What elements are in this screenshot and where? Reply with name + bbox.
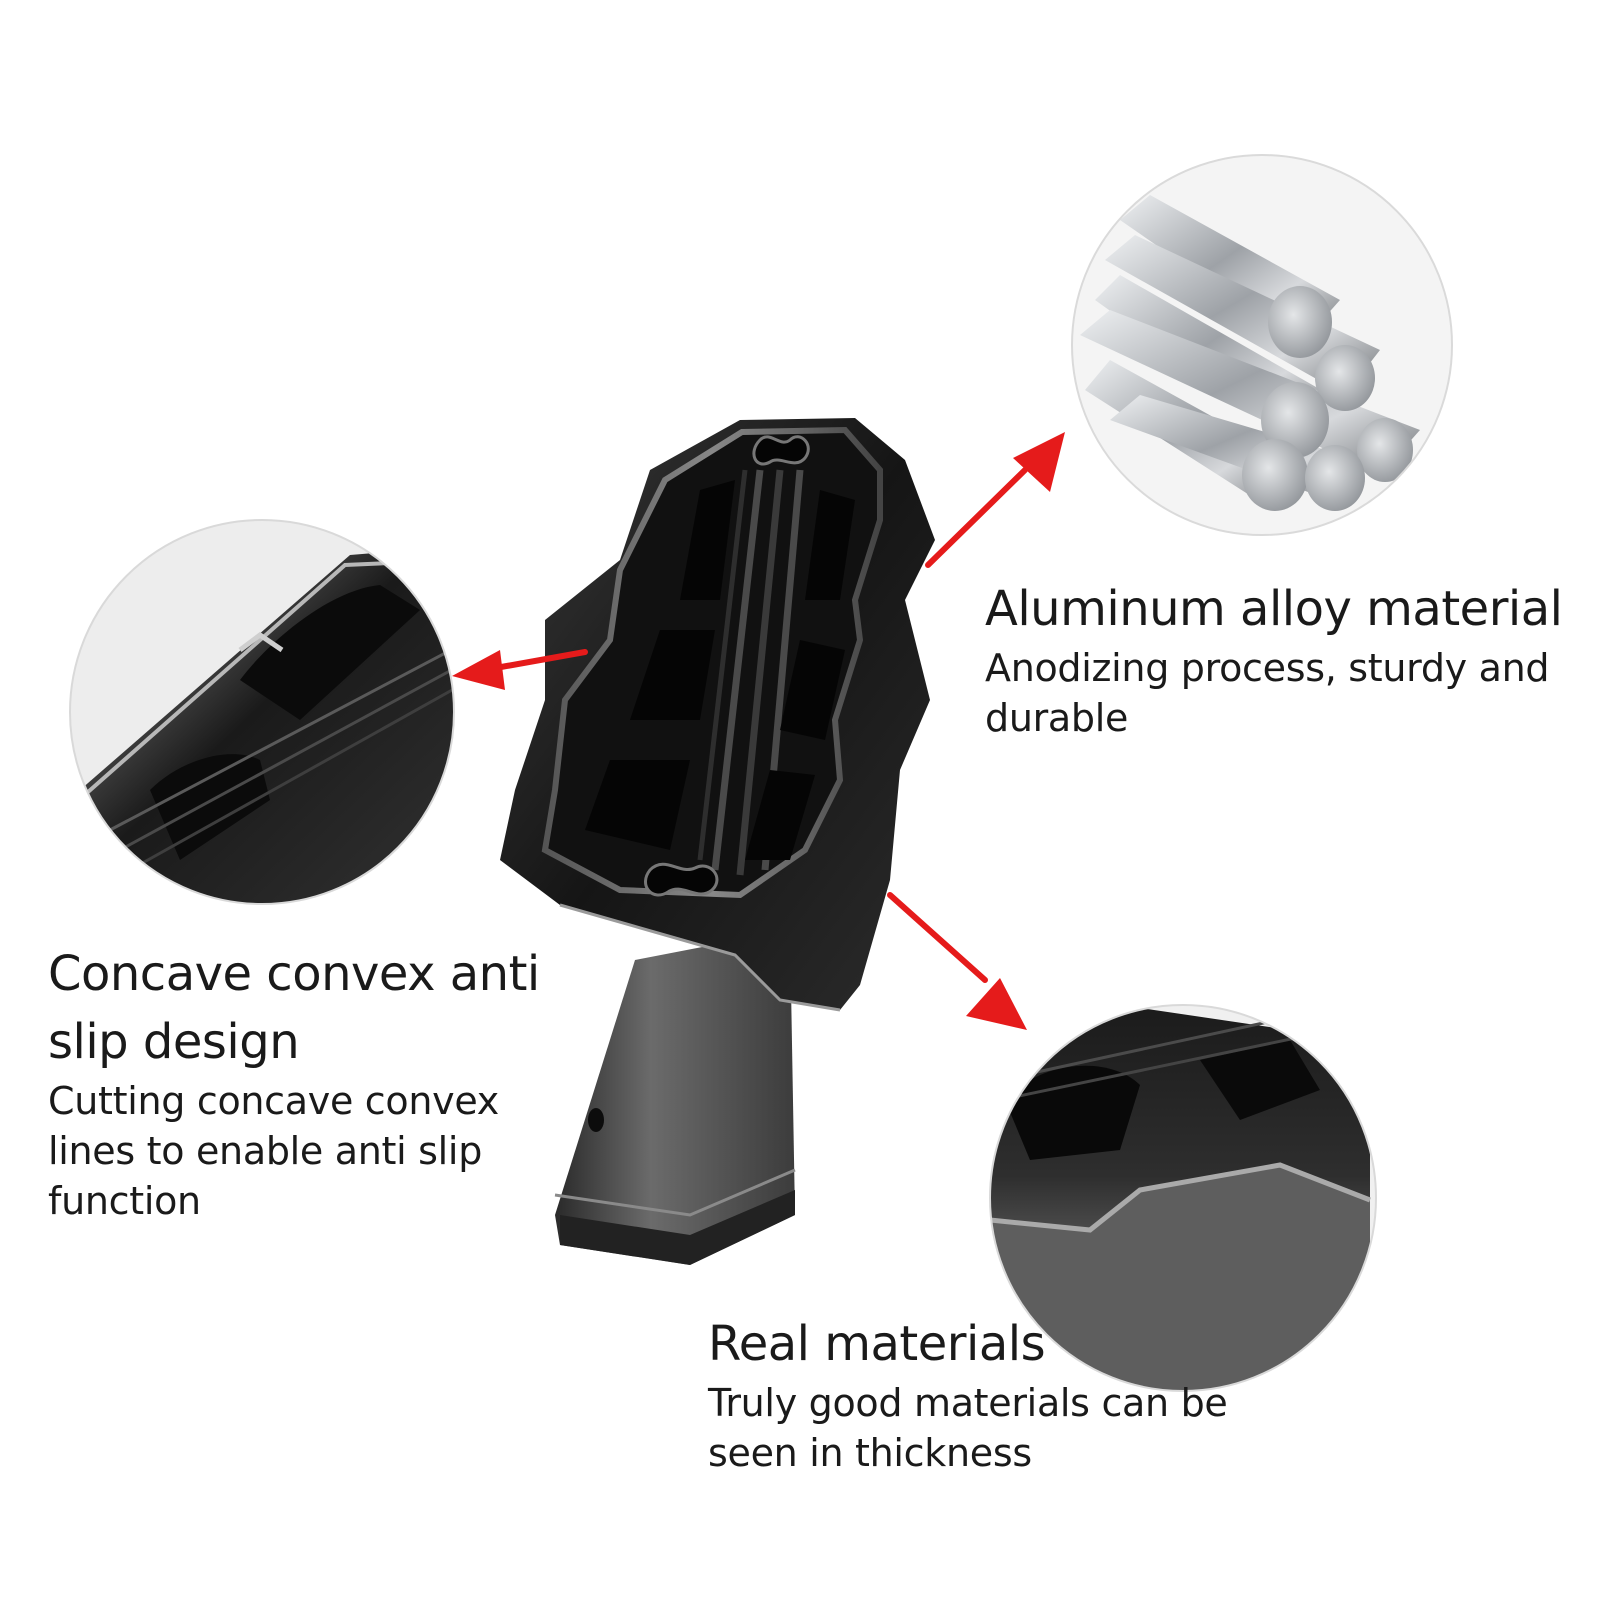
arrow-to-aluminum — [925, 432, 1065, 568]
zoom-circle-aluminum — [1071, 154, 1453, 536]
feature-aluminum-title: Aluminum alloy material — [985, 581, 1563, 637]
feature-real-materials-description: Truly good materials can be seen in thic… — [708, 1381, 1228, 1475]
feature-real-materials-title: Real materials — [708, 1316, 1046, 1372]
feature-aluminum: Aluminum alloy material Anodizing proces… — [985, 575, 1595, 743]
feature-aluminum-description: Anodizing process, sturdy and durable — [985, 646, 1550, 740]
zoom-circle-anti-slip — [69, 519, 455, 905]
arrow-to-anti-slip — [452, 649, 588, 690]
zoom-circle-real-materials — [989, 1004, 1377, 1392]
aluminum-rods-icon — [1080, 195, 1420, 511]
feature-anti-slip-title: Concave convex anti slip design — [48, 946, 540, 1070]
arrow-to-real-materials — [887, 892, 1027, 1030]
foot-peg-product-image — [500, 418, 935, 1265]
feature-real-materials: Real materials Truly good materials can … — [708, 1310, 1308, 1478]
feature-anti-slip: Concave convex anti slip design Cutting … — [48, 940, 588, 1226]
feature-anti-slip-description: Cutting concave convex lines to enable a… — [48, 1079, 499, 1223]
